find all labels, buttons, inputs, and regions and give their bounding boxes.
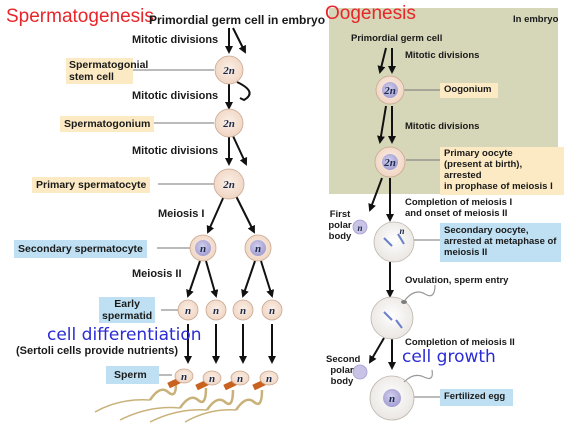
secondary-spermatocyte-label: Secondary spermatocyte bbox=[14, 240, 147, 259]
completion-meiosis-ii-label: Completion of meiosis II bbox=[405, 337, 515, 348]
meiosis-i-label: Meiosis I bbox=[158, 208, 205, 220]
mitotic-divisions-label: Mitotic divisions bbox=[132, 34, 219, 46]
first-polar-body: n bbox=[352, 219, 368, 235]
secondary-oocyte-label: Secondary oocyte, arrested at metaphase … bbox=[440, 223, 561, 262]
svg-text:n: n bbox=[255, 243, 261, 255]
svg-text:2n: 2n bbox=[222, 179, 235, 191]
second-polar-body bbox=[352, 364, 368, 380]
sperm-cell: n bbox=[149, 370, 250, 423]
cell-growth-annotation: cell growth bbox=[402, 347, 496, 367]
oogonium-label: Oogonium bbox=[440, 83, 498, 98]
svg-text:2n: 2n bbox=[222, 65, 235, 77]
self-renew-arrow bbox=[236, 81, 251, 102]
svg-text:n: n bbox=[389, 393, 395, 405]
svg-text:2n: 2n bbox=[222, 118, 235, 130]
svg-text:n: n bbox=[399, 226, 404, 236]
spermatogonial-stem-cell-label: Spermatogonial stem cell bbox=[66, 58, 148, 85]
arrow bbox=[206, 195, 225, 234]
primary-spermatocyte-label: Primary spermatocyte bbox=[32, 177, 151, 194]
svg-text:n: n bbox=[185, 305, 191, 317]
mitotic-divisions-label: Mitotic divisions bbox=[132, 145, 219, 157]
early-spermatid-label: Early spermatid bbox=[99, 297, 156, 324]
spermatogonial-stem-cell: 2n bbox=[214, 55, 244, 85]
spermatogenesis-title: Spermatogenesis bbox=[6, 6, 154, 27]
cell-differentiation-annotation: cell differentiation bbox=[47, 325, 202, 345]
primordial-germ-cell-label: Primordial germ cell in embryo bbox=[149, 13, 326, 27]
spermatogonium-cell: 2n bbox=[214, 108, 244, 138]
primary-oocyte-cell: 2n bbox=[374, 146, 406, 178]
svg-text:n: n bbox=[269, 305, 275, 317]
arrow bbox=[260, 260, 275, 298]
svg-text:n: n bbox=[213, 305, 219, 317]
svg-text:n: n bbox=[237, 373, 243, 385]
early-spermatid-cell: n bbox=[205, 299, 227, 321]
oogenesis-title: Oogenesis bbox=[325, 3, 416, 24]
arrow bbox=[241, 260, 256, 298]
spermatogonium-label: Spermatogonium bbox=[60, 116, 155, 133]
in-embryo-label: In embryo bbox=[513, 14, 559, 25]
completion-meiosis-i-label: Completion of meiosis I and onset of mei… bbox=[405, 197, 513, 219]
meiosis-ii-label: Meiosis II bbox=[132, 268, 182, 280]
sertoli-cells-note: (Sertoli cells provide nutrients) bbox=[16, 345, 178, 357]
first-polar-body-label: First polar body bbox=[328, 209, 352, 242]
primary-oocyte-label: Primary oocyte (present at birth), arres… bbox=[440, 147, 564, 195]
secondary-spermatocyte-cell: n bbox=[244, 234, 272, 262]
early-spermatid-cell: n bbox=[177, 299, 199, 321]
second-polar-body-label: Second polar body bbox=[326, 354, 361, 387]
svg-text:2n: 2n bbox=[383, 157, 396, 169]
arrow bbox=[232, 135, 248, 166]
arrow bbox=[186, 260, 201, 298]
oogonium-cell: 2n bbox=[375, 75, 405, 105]
svg-text:n: n bbox=[240, 305, 246, 317]
primary-spermatocyte-cell: 2n bbox=[213, 168, 245, 200]
early-spermatid-cell: n bbox=[261, 299, 283, 321]
ovulated-oocyte-with-sperm bbox=[370, 284, 436, 340]
svg-text:n: n bbox=[209, 373, 215, 385]
svg-text:n: n bbox=[266, 373, 272, 385]
mitotic-divisions-label: Mitotic divisions bbox=[405, 121, 480, 132]
arrow bbox=[235, 195, 255, 234]
mitotic-divisions-label: Mitotic divisions bbox=[132, 90, 219, 102]
svg-text:n: n bbox=[181, 371, 187, 383]
svg-text:2n: 2n bbox=[383, 85, 396, 97]
ovulation-sperm-entry-label: Ovulation, sperm entry bbox=[405, 275, 509, 286]
mitotic-divisions-label: Mitotic divisions bbox=[405, 50, 480, 61]
early-spermatid-cell: n bbox=[232, 299, 254, 321]
svg-text:n: n bbox=[357, 223, 362, 233]
arrow bbox=[232, 27, 246, 54]
fertilized-egg-cell: n bbox=[369, 369, 433, 421]
secondary-spermatocyte-cell: n bbox=[189, 234, 217, 262]
sperm-cell: n bbox=[119, 370, 222, 421]
svg-text:n: n bbox=[200, 243, 206, 255]
sperm-cell: n bbox=[94, 368, 194, 413]
secondary-oocyte-cell: n bbox=[373, 221, 415, 263]
fertilized-egg-label: Fertilized egg bbox=[440, 389, 514, 406]
sperm-cell: n bbox=[184, 370, 279, 423]
primordial-germ-cell-label: Primordial germ cell bbox=[351, 33, 443, 44]
sperm-label: Sperm bbox=[106, 366, 159, 385]
arrow bbox=[205, 260, 219, 298]
